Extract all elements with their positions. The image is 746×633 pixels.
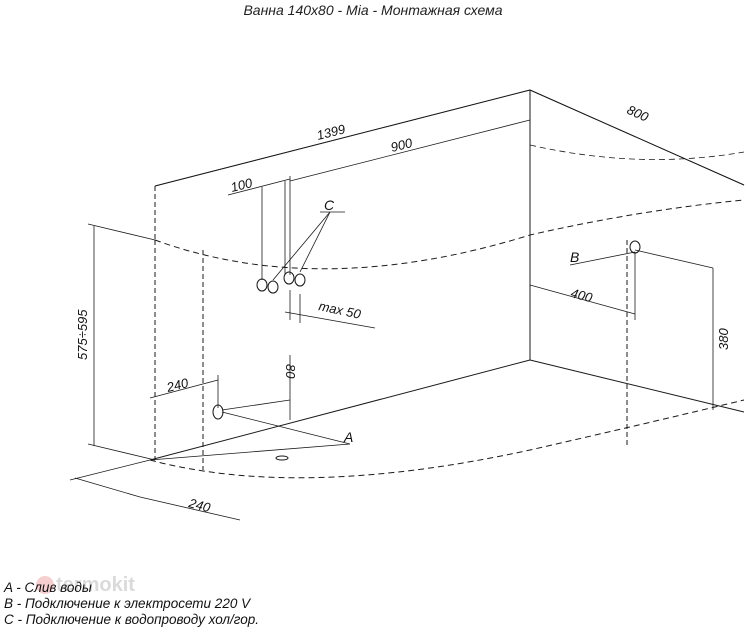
legend-item-c: C - Подключение к водопроводу хол/гор. bbox=[4, 612, 260, 627]
label-b: B bbox=[570, 249, 579, 265]
watermark-icon bbox=[36, 576, 54, 594]
label-100: 100 bbox=[229, 175, 254, 195]
label-c: C bbox=[324, 197, 335, 213]
dim-240-bottom-line bbox=[74, 477, 141, 498]
dim-800-line bbox=[529, 89, 745, 186]
legend: A - Слив воды B - Подключение к электрос… bbox=[4, 580, 259, 628]
legend-item-a: A - Слив воды bbox=[4, 580, 92, 595]
watermark-logo: termokit bbox=[36, 574, 135, 597]
dim-900-line bbox=[289, 119, 531, 182]
diagram-title: Ванна 140x80 - Mia - Монтажная схема bbox=[243, 2, 503, 18]
wall-floor-back bbox=[149, 359, 531, 461]
label-1399: 1399 bbox=[315, 121, 347, 143]
water-connector-2 bbox=[267, 280, 279, 294]
label-80: 80 bbox=[283, 364, 298, 379]
wall-floor-side bbox=[529, 359, 745, 413]
label-max50: max 50 bbox=[317, 298, 363, 322]
water-connector-3 bbox=[283, 271, 295, 285]
bath-bottom-curve bbox=[149, 399, 745, 479]
label-240-top: 240 bbox=[164, 375, 190, 395]
label-900: 900 bbox=[389, 135, 414, 155]
legend-item-b: B - Подключение к электросети 220 V bbox=[4, 596, 251, 611]
dim-100-line bbox=[227, 178, 291, 196]
label-380: 380 bbox=[716, 328, 731, 350]
label-400: 400 bbox=[569, 285, 594, 305]
label-800: 800 bbox=[625, 102, 652, 125]
bath-rim-curve bbox=[154, 199, 745, 270]
water-connector-1 bbox=[256, 278, 268, 292]
label-a: A bbox=[343, 429, 353, 445]
dim-1399-line bbox=[154, 89, 531, 187]
water-connector-4 bbox=[294, 273, 306, 287]
label-240-bottom: 240 bbox=[186, 495, 212, 515]
label-height: 575÷595 bbox=[75, 309, 90, 360]
